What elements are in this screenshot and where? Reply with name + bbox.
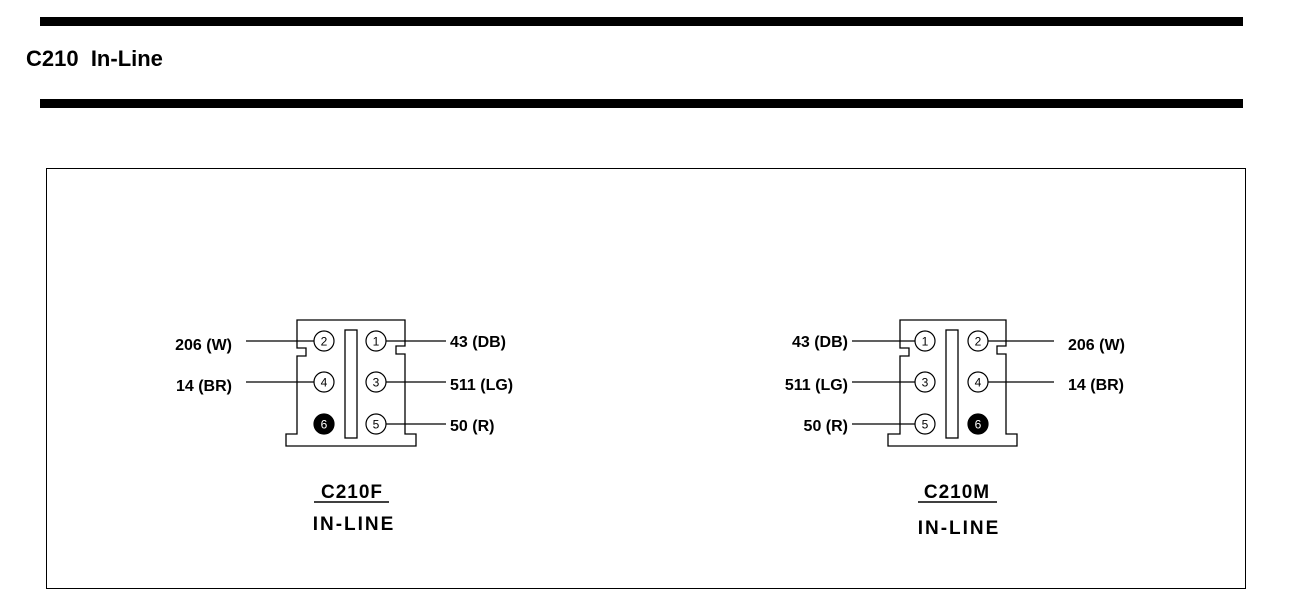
c210m-pin-1-number: 1 <box>922 335 929 349</box>
c210m-pin-3: 3 511 (LG) <box>785 371 936 394</box>
c210m-pin-6-number: 6 <box>975 418 982 432</box>
c210m-pin-4-number: 4 <box>975 376 982 390</box>
c210f-pin-1-circle <box>365 330 387 352</box>
c210f-pin-6: 6 <box>313 413 335 435</box>
c210m-connector-type: IN-LINE <box>918 518 1001 539</box>
connector-c210m: 1 43 (DB) 3 511 (LG) 5 50 (R) 2 206 (W) <box>785 319 1125 539</box>
c210m-latch-slot <box>945 329 959 439</box>
c210f-wire-label-2: 206 (W) <box>175 337 232 354</box>
c210f-pin-2: 2 206 (W) <box>175 330 335 354</box>
c210f-pin-3-circle <box>365 371 387 393</box>
c210m-wire-label-1: 43 (DB) <box>792 334 848 351</box>
c210m-pin-4: 4 14 (BR) <box>967 371 1124 394</box>
c210m-wire-label-3: 511 (LG) <box>785 377 848 394</box>
c210m-wire-label-4: 14 (BR) <box>1068 377 1124 394</box>
c210f-pin-6-number: 6 <box>321 418 328 432</box>
c210f-pin-2-circle <box>313 330 335 352</box>
c210f-pin-1-number: 1 <box>373 335 380 349</box>
c210m-wire-label-2: 206 (W) <box>1068 337 1125 354</box>
c210f-pin-2-number: 2 <box>321 335 328 349</box>
c210m-wire-label-5: 50 (R) <box>804 418 848 435</box>
c210m-pin-6-circle <box>967 413 989 435</box>
c210m-pin-5: 5 50 (R) <box>804 413 936 435</box>
c210f-pin-3: 3 511 (LG) <box>365 371 513 394</box>
c210f-pin-3-number: 3 <box>373 376 380 390</box>
c210m-pin-3-circle <box>914 371 936 393</box>
c210f-wire-label-4: 14 (BR) <box>176 378 232 395</box>
c210m-pin-2-number: 2 <box>975 335 982 349</box>
c210f-pin-5: 5 50 (R) <box>365 413 494 435</box>
c210f-pin-1: 1 43 (DB) <box>365 330 506 352</box>
c210m-pin-1: 1 43 (DB) <box>792 330 936 352</box>
c210f-pin-4-circle <box>313 371 335 393</box>
c210f-pin-5-circle <box>365 413 387 435</box>
bottom-rule <box>40 99 1243 108</box>
c210f-pin-4-number: 4 <box>321 376 328 390</box>
c210f-wire-label-1: 43 (DB) <box>450 334 506 351</box>
c210m-pin-2: 2 206 (W) <box>967 330 1125 354</box>
diagram-frame <box>46 168 1246 589</box>
c210m-pin-2-circle <box>967 330 989 352</box>
c210f-pin-5-number: 5 <box>373 418 380 432</box>
c210f-pin-4: 4 14 (BR) <box>176 371 335 395</box>
c210f-connector-type: IN-LINE <box>313 514 396 535</box>
c210m-pin-5-number: 5 <box>922 418 929 432</box>
top-rule <box>40 17 1243 26</box>
c210f-latch-slot <box>344 329 358 439</box>
c210m-pin-5-circle <box>914 413 936 435</box>
c210f-pin-6-circle <box>313 413 335 435</box>
c210m-pin-1-circle <box>914 330 936 352</box>
page-title: C210 In-Line <box>26 46 163 71</box>
connector-c210f: 2 206 (W) 4 14 (BR) 6 1 43 (DB) 3 511 (L… <box>175 319 513 535</box>
c210m-pin-4-circle <box>967 371 989 393</box>
c210f-wire-label-5: 50 (R) <box>450 418 494 435</box>
c210m-connector-name: C210M <box>924 482 990 503</box>
c210f-connector-name: C210F <box>321 482 383 503</box>
c210f-wire-label-3: 511 (LG) <box>450 377 513 394</box>
c210m-pin-6: 6 <box>967 413 989 435</box>
c210m-pin-3-number: 3 <box>922 376 929 390</box>
